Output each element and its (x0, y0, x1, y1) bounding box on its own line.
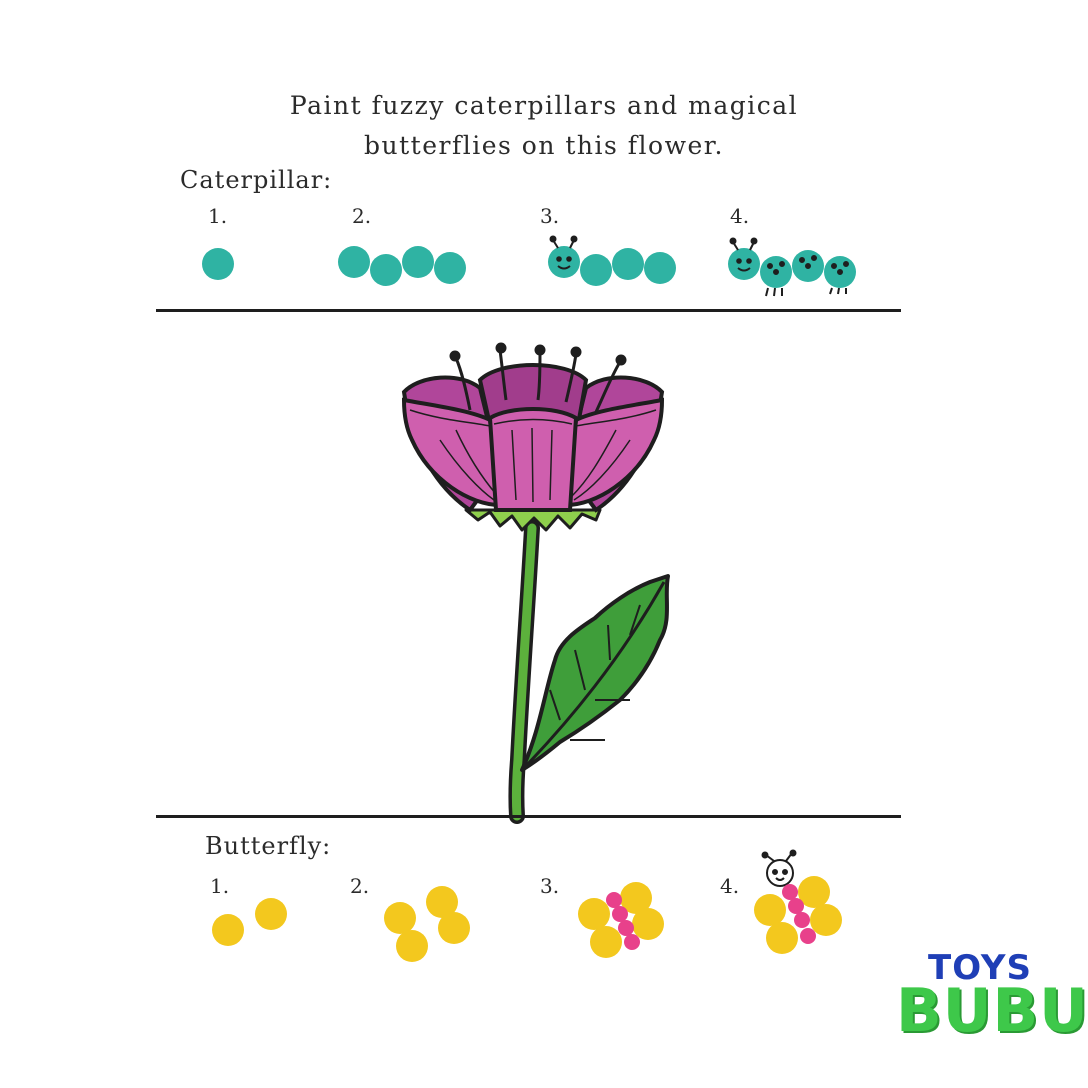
butterfly-step-3-number: 3. (540, 874, 560, 898)
yellow-dot (766, 922, 798, 954)
yellow-dot (590, 926, 622, 958)
caterpillar-face-icon (549, 235, 578, 270)
butterfly-step-2-number: 2. (350, 874, 370, 898)
yellow-dot (384, 902, 416, 934)
pink-dot (606, 892, 622, 908)
teal-dot (202, 248, 234, 280)
instructions-text: Paint fuzzy caterpillars and magical but… (0, 86, 1088, 166)
teal-dot (434, 252, 466, 284)
pink-dot (618, 920, 634, 936)
flower-sepal (464, 508, 602, 532)
butterfly-step-4-number: 4. (720, 874, 740, 898)
yellow-dot (438, 912, 470, 944)
yellow-dot (810, 904, 842, 936)
yellow-dot (396, 930, 428, 962)
caterpillar-detail-icon (729, 237, 849, 297)
caterpillar-step-2-number: 2. (352, 204, 372, 228)
pink-dot (788, 898, 804, 914)
teal-dot (580, 254, 612, 286)
pink-dot (612, 906, 628, 922)
caterpillar-label: Caterpillar: (180, 166, 333, 194)
top-divider (156, 309, 901, 312)
yellow-dot (754, 894, 786, 926)
pink-dot (794, 912, 810, 928)
butterfly-step-1-number: 1. (210, 874, 230, 898)
yellow-dot (212, 914, 244, 946)
caterpillar-step-3-number: 3. (540, 204, 560, 228)
flower-stamens (449, 342, 627, 413)
teal-dot (370, 254, 402, 286)
bottom-divider (156, 815, 901, 818)
teal-dot (338, 246, 370, 278)
pink-dot (782, 884, 798, 900)
caterpillar-head (728, 248, 760, 280)
teal-dot (402, 246, 434, 278)
yellow-dot (255, 898, 287, 930)
flower-petals (401, 363, 665, 513)
butterfly-label: Butterfly: (205, 832, 332, 860)
pink-dot (800, 928, 816, 944)
flower-leaf (520, 574, 670, 772)
caterpillar-step-1-number: 1. (208, 204, 228, 228)
yellow-dot (578, 898, 610, 930)
teal-dot (644, 252, 676, 284)
butterfly-head-icon (761, 849, 797, 887)
instructions-line-1: Paint fuzzy caterpillars and magical (289, 91, 799, 120)
pink-dot (624, 934, 640, 950)
yellow-dot (632, 908, 664, 940)
instructions-line-2: butterflies on this flower. (364, 131, 724, 160)
logo-toys-text: TOYS (928, 948, 1032, 988)
logo-bubu-text: BUBU (896, 976, 1088, 1046)
caterpillar-step-4-number: 4. (730, 204, 750, 228)
caterpillar-head (548, 246, 580, 278)
teal-dot (612, 248, 644, 280)
